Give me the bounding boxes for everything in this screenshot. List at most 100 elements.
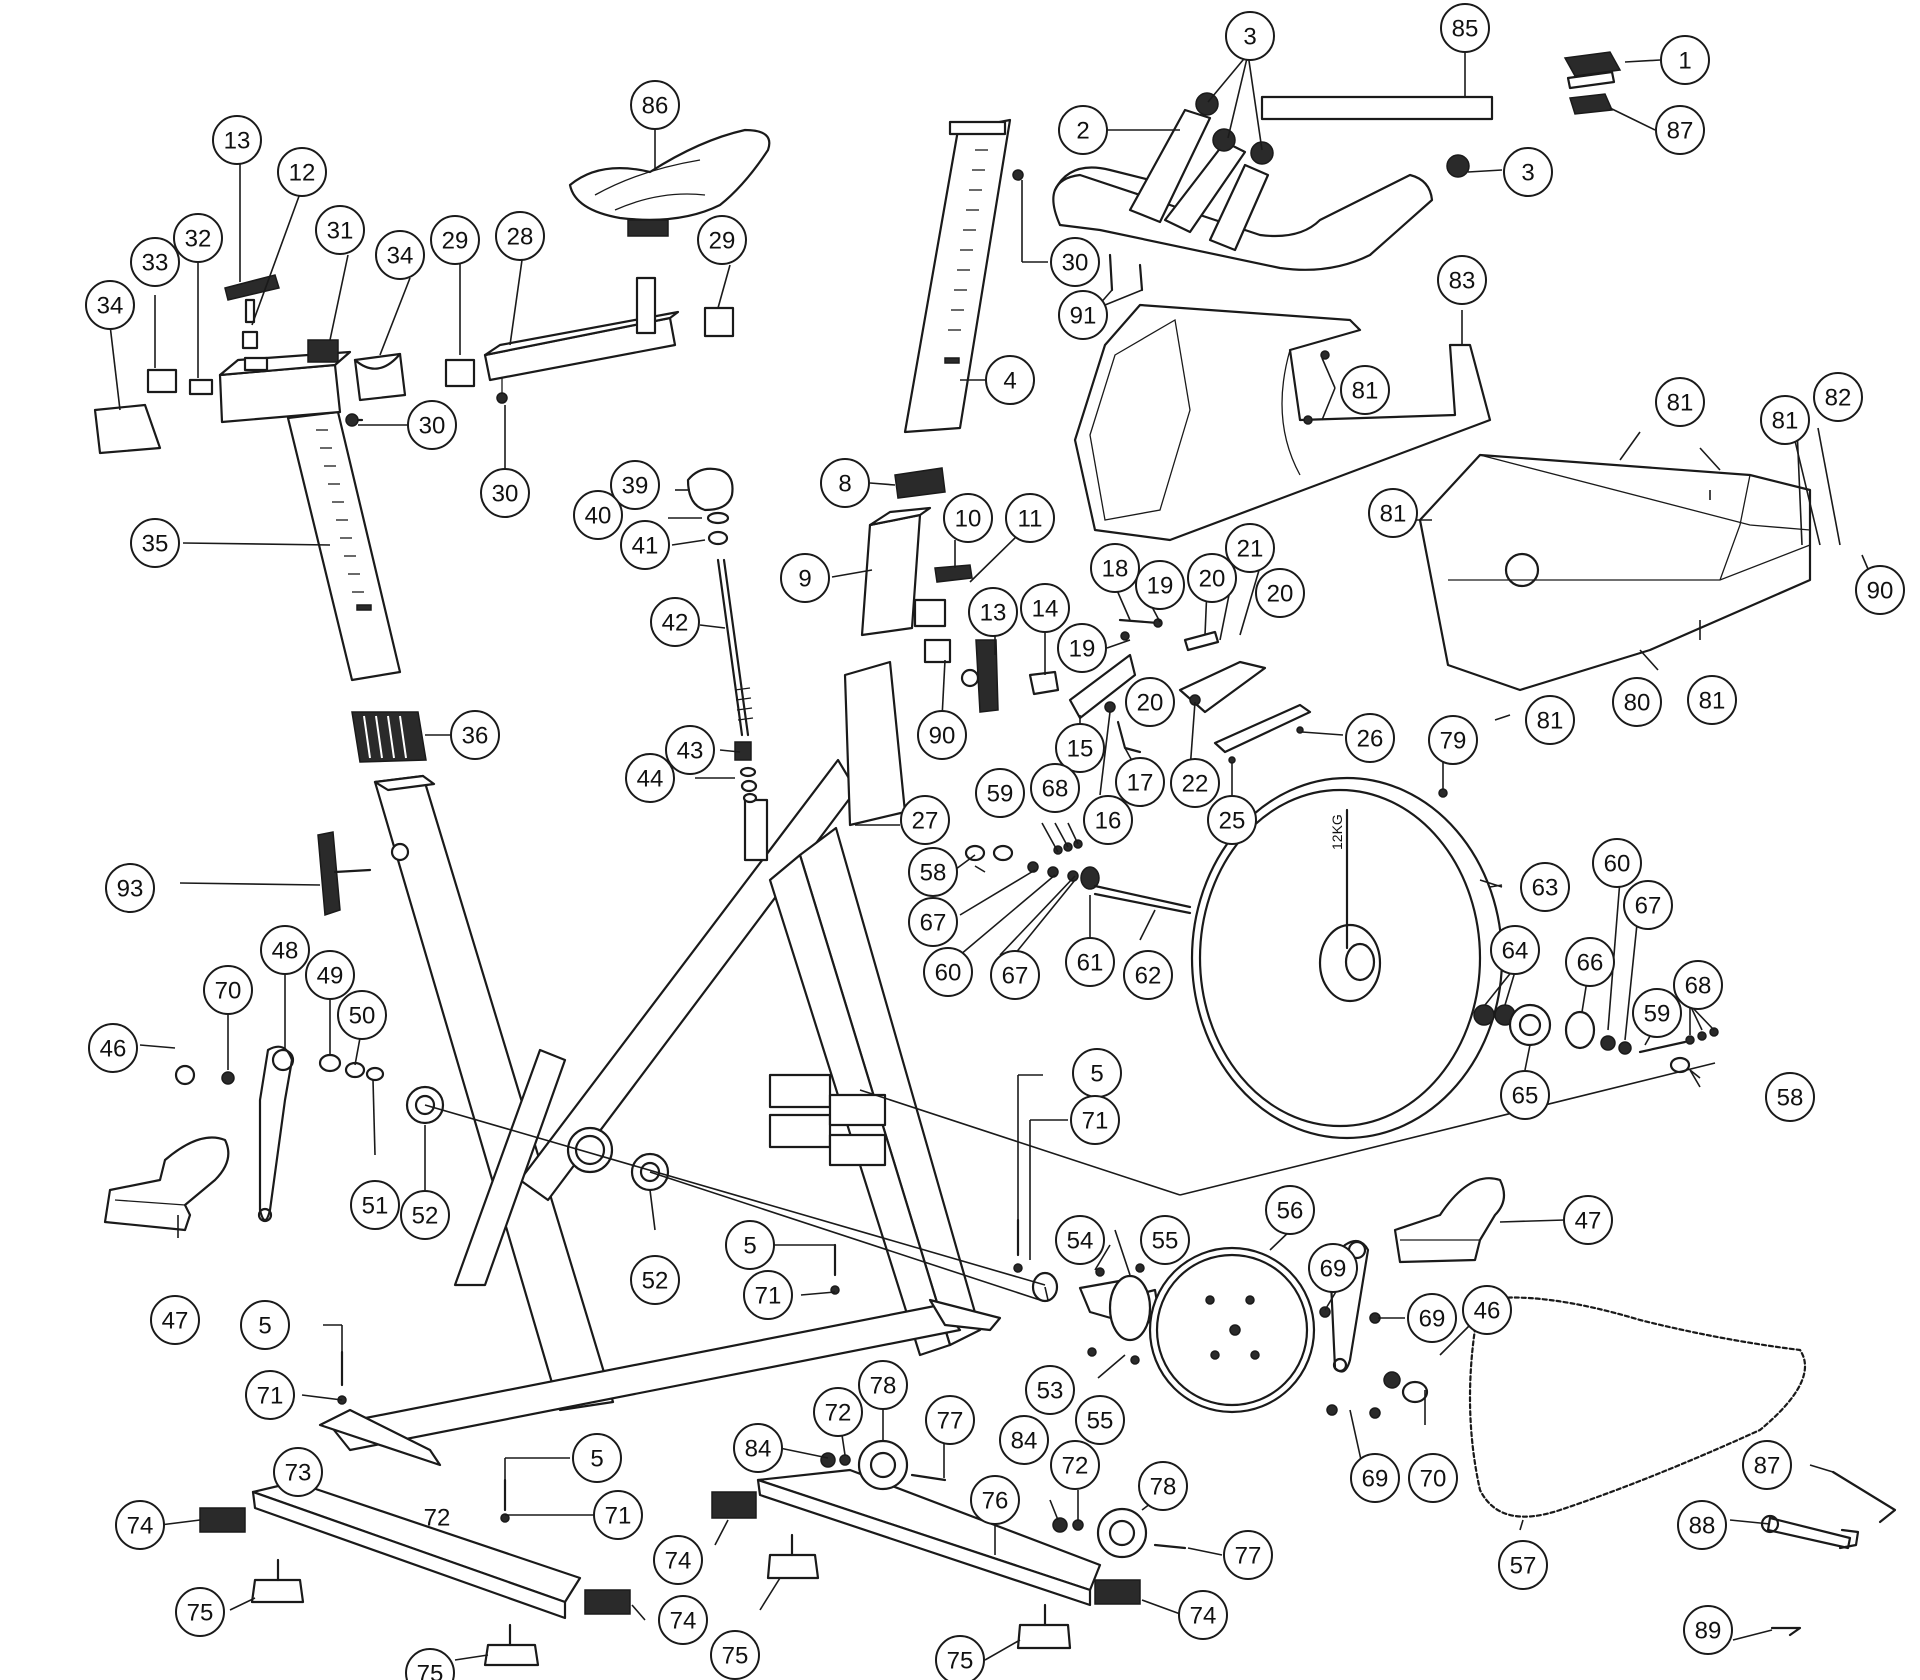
part-callout-25: 25 — [1207, 795, 1257, 845]
callout-number: 81 — [1772, 408, 1799, 435]
callout-number: 33 — [142, 250, 169, 277]
adjustment-knob-93 — [317, 831, 372, 917]
callout-circle — [1765, 1072, 1815, 1122]
callout-number: 9 — [798, 566, 811, 593]
part-callout-87: 87 — [1742, 1440, 1792, 1490]
part-callout-79: 79 — [1428, 715, 1478, 765]
callout-number: 76 — [982, 1488, 1009, 1515]
part-callout-29: 29 — [430, 215, 480, 265]
callout-circle — [970, 1475, 1020, 1525]
callout-circle — [1350, 1453, 1400, 1503]
callout-circle — [923, 947, 973, 997]
callout-number: 58 — [920, 860, 947, 887]
callout-number: 73 — [285, 1460, 312, 1487]
callout-number: 20 — [1267, 581, 1294, 608]
part-callout-61: 61 — [1065, 937, 1115, 987]
callout-number: 74 — [665, 1548, 692, 1575]
callout-number: 39 — [622, 473, 649, 500]
callout-number: 66 — [1577, 950, 1604, 977]
callout-number: 48 — [272, 938, 299, 965]
callout-circle — [1025, 1365, 1075, 1415]
callout-circle — [1407, 1293, 1457, 1343]
callout-number: 25 — [1219, 808, 1246, 835]
callout-circle — [115, 1500, 165, 1550]
part-callout-2: 2 — [1058, 105, 1108, 155]
part-callout-55: 55 — [1075, 1395, 1125, 1445]
part-callout-43: 43 — [665, 725, 715, 775]
callout-number: 84 — [745, 1436, 772, 1463]
callout-number: 65 — [1512, 1083, 1539, 1110]
callout-number: 26 — [1357, 726, 1384, 753]
callout-number: 11 — [1018, 506, 1043, 533]
part-callout-32: 32 — [173, 213, 223, 263]
callout-circle — [990, 950, 1040, 1000]
callout-circle — [620, 520, 670, 570]
part-callout-21: 21 — [1225, 523, 1275, 573]
callout-circle — [1428, 715, 1478, 765]
seat-rail — [483, 276, 680, 404]
bolts — [337, 1218, 1023, 1523]
callout-number: 29 — [709, 228, 736, 255]
callout-number: 5 — [743, 1233, 756, 1260]
part-callout-68: 68 — [1030, 763, 1080, 813]
callout-circle — [917, 710, 967, 760]
callout-circle — [1592, 838, 1642, 888]
part-callout-30: 30 — [1050, 237, 1100, 287]
callout-number: 27 — [912, 808, 939, 835]
seat-post-bushing — [351, 711, 427, 763]
part-callout-76: 76 — [970, 1475, 1020, 1525]
part-callout-84: 84 — [999, 1415, 1049, 1465]
part-callout-34: 34 — [375, 230, 425, 280]
callout-circle — [1125, 677, 1175, 727]
part-callout-5: 5 — [572, 1433, 622, 1483]
callout-number: 85 — [1452, 16, 1479, 43]
callout-circle — [1020, 583, 1070, 633]
part-callout-41: 41 — [620, 520, 670, 570]
callout-number: 58 — [1777, 1085, 1804, 1112]
callout-number: 67 — [920, 910, 947, 937]
callout-number: 42 — [662, 610, 689, 637]
part-callout-60: 60 — [923, 947, 973, 997]
callout-circle — [1742, 1440, 1792, 1490]
part-callout-73: 73 — [273, 1447, 323, 1497]
chain-guard-rear — [1073, 303, 1492, 542]
part-callout-66: 66 — [1565, 937, 1615, 987]
tools — [1760, 1470, 1897, 1637]
part-callout-67: 67 — [908, 897, 958, 947]
handlebar-post — [903, 118, 1024, 434]
callout-number: 28 — [507, 224, 534, 251]
part-callout-77: 77 — [1223, 1530, 1273, 1580]
callout-circle — [908, 847, 958, 897]
callout-circle — [375, 230, 425, 280]
seat-slider-bracket — [93, 274, 735, 455]
callout-number: 90 — [1867, 578, 1894, 605]
part-callout-20: 20 — [1125, 677, 1175, 727]
callout-number: 70 — [215, 978, 242, 1005]
callout-number: 81 — [1537, 708, 1564, 735]
part-callout-60: 60 — [1592, 838, 1642, 888]
part-callout-55: 55 — [1140, 1215, 1190, 1265]
callout-number: 13 — [980, 600, 1007, 627]
callout-circle — [1223, 1530, 1273, 1580]
part-callout-74: 74 — [653, 1535, 703, 1585]
callout-circle — [710, 1630, 760, 1680]
callout-circle — [697, 215, 747, 265]
part-callout-20: 20 — [1187, 553, 1237, 603]
part-callout-71: 71 — [593, 1490, 643, 1540]
part-callout-19: 19 — [1135, 560, 1185, 610]
callout-circle — [975, 768, 1025, 818]
callout-number: 82 — [1825, 385, 1852, 412]
callout-circle — [813, 1387, 863, 1437]
callout-number: 40 — [585, 503, 612, 530]
callout-circle — [968, 587, 1018, 637]
callout-number: 18 — [1102, 556, 1129, 583]
callout-circle — [1677, 1500, 1727, 1550]
callout-number: 4 — [1003, 368, 1016, 395]
part-callout-15: 15 — [1055, 723, 1105, 773]
callout-number: 34 — [97, 293, 124, 320]
callout-circle — [337, 990, 387, 1040]
callout-number: 81 — [1352, 378, 1379, 405]
callout-circle — [1070, 1095, 1120, 1145]
part-callout-71: 71 — [743, 1270, 793, 1320]
